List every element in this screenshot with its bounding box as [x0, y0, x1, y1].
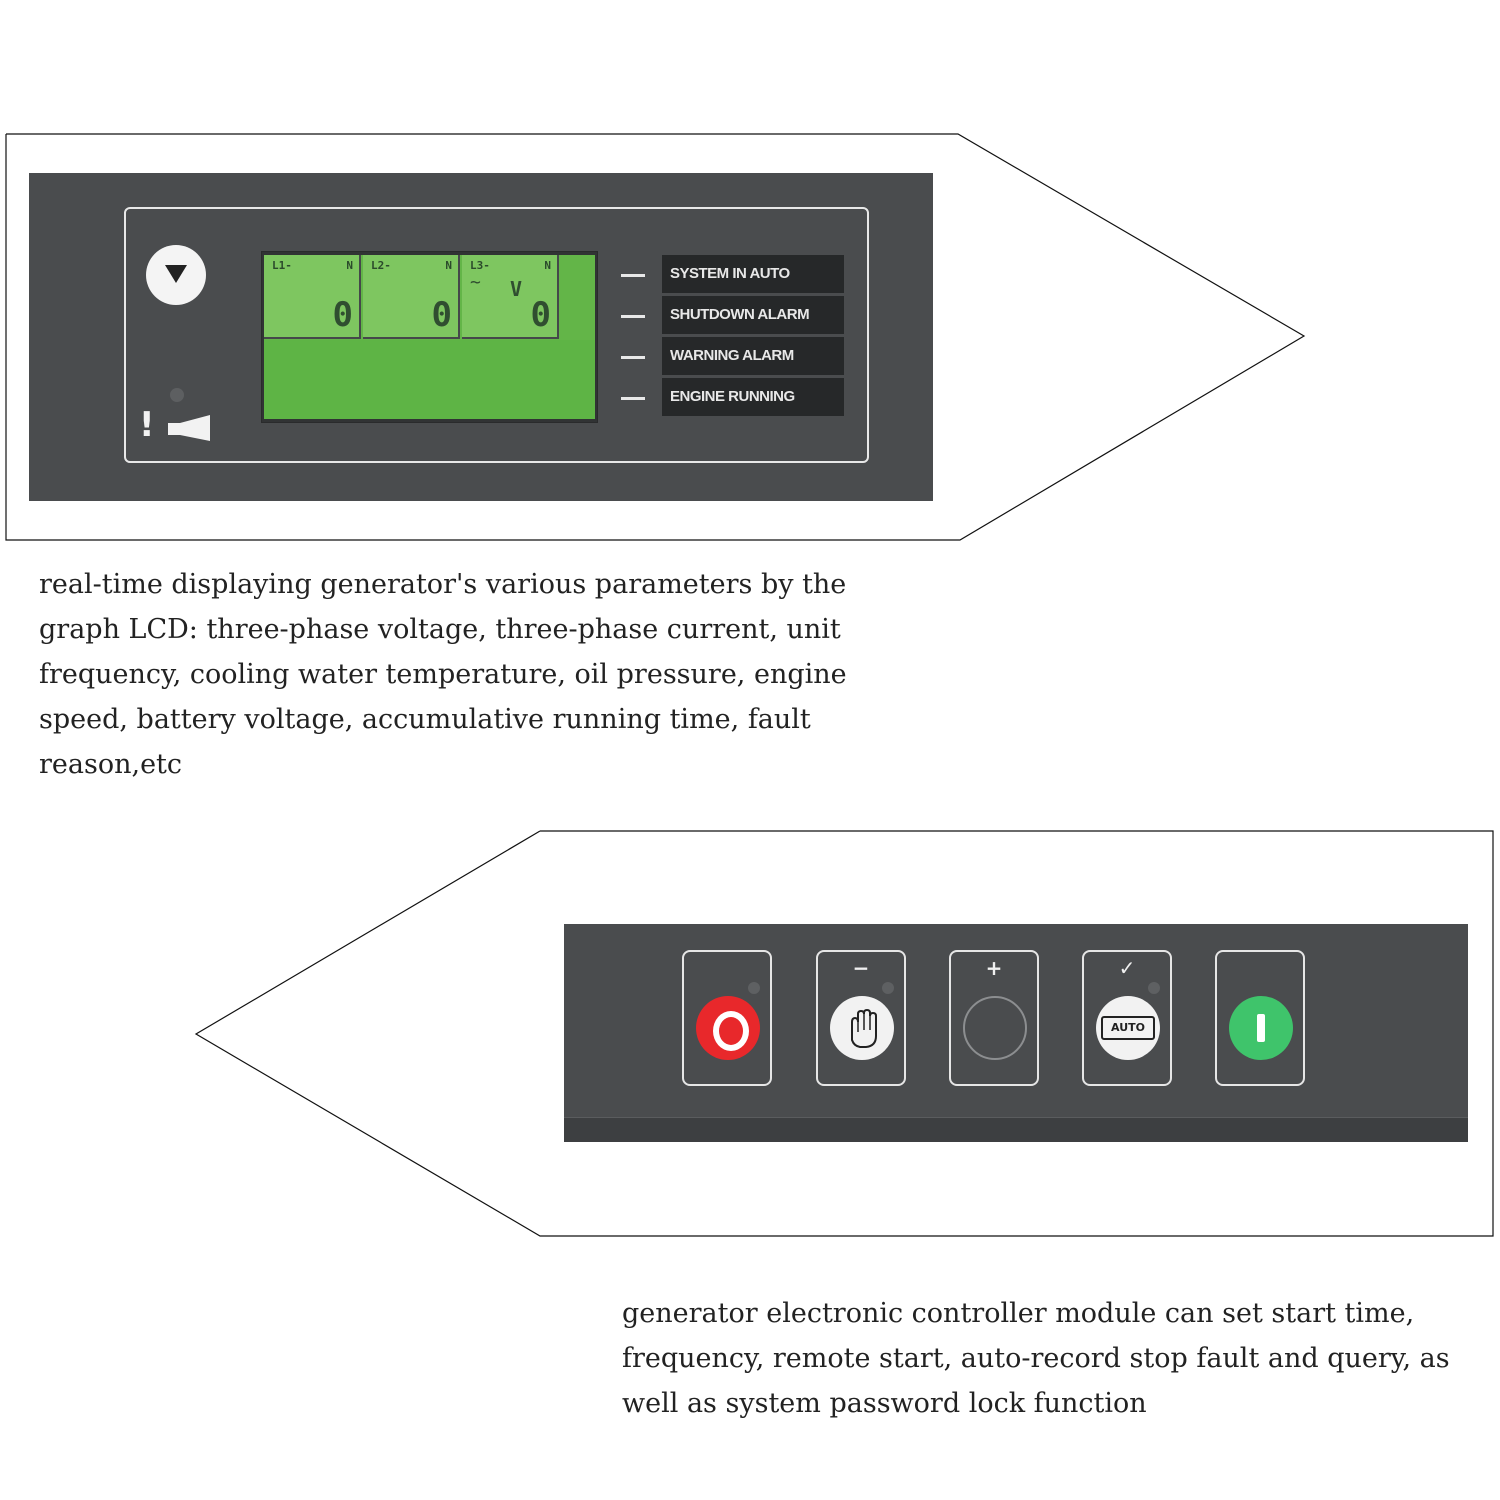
indicator-label-shutdown-alarm: SHUTDOWN ALARM	[662, 296, 844, 334]
lcd-cell-label: L3-	[470, 259, 490, 272]
ac-tilde-icon: ~	[470, 272, 481, 293]
indicator-label-engine-running: ENGINE RUNNING	[662, 378, 844, 416]
start-button[interactable]	[1215, 950, 1305, 1086]
lcd-cell-l3: L3- N ~ V 0	[462, 255, 559, 339]
plus-button[interactable]: +	[949, 950, 1039, 1086]
horn-icon	[168, 415, 210, 441]
controller-description-caption: generator electronic controller module c…	[622, 1298, 1450, 1419]
key-symbol: +	[985, 956, 1003, 980]
alarm-led	[170, 388, 184, 402]
lcd-cell-value: 0	[332, 295, 353, 335]
controller-display-panel: ! L1- N 0 L2- N 0 L3- N ~ V 0 SYSTEM IN …	[29, 173, 933, 501]
indicator-led-system-in-auto	[621, 274, 645, 277]
graph-lcd: L1- N 0 L2- N 0 L3- N ~ V 0	[261, 251, 598, 423]
lcd-cell-value: 0	[530, 295, 551, 335]
stop-led	[748, 982, 760, 994]
stop-button[interactable]	[682, 950, 772, 1086]
lcd-cell-l2: L2- N 0	[363, 255, 460, 339]
lcd-cell-neutral: N	[445, 259, 452, 272]
triangle-down-icon	[165, 265, 187, 283]
lcd-lower-area	[264, 340, 595, 419]
lcd-cell-label: L1-	[272, 259, 292, 272]
manual-led	[882, 982, 894, 994]
indicator-led-warning-alarm	[621, 356, 645, 359]
auto-icon: AUTO	[1096, 996, 1160, 1060]
key-symbol: ✓	[1118, 956, 1136, 980]
auto-label: AUTO	[1101, 1016, 1155, 1040]
scroll-down-button[interactable]	[146, 245, 206, 305]
lcd-cell-neutral: N	[544, 259, 551, 272]
key-symbol: −	[852, 956, 870, 980]
alarm-exclamation-icon: !	[139, 405, 155, 445]
manual-minus-button[interactable]: −	[816, 950, 906, 1086]
indicator-label-warning-alarm: WARNING ALARM	[662, 337, 844, 375]
indicator-led-engine-running	[621, 397, 645, 400]
panel-bottom-edge	[564, 1117, 1468, 1142]
lcd-cell-l1: L1- N 0	[264, 255, 361, 339]
hand-manual-icon	[830, 996, 894, 1060]
stop-icon	[696, 996, 760, 1060]
indicator-label-system-in-auto: SYSTEM IN AUTO	[662, 255, 844, 293]
controller-button-panel: − + ✓ AUTO	[564, 924, 1468, 1142]
lcd-description-caption: real-time displaying generator's various…	[39, 569, 847, 780]
lcd-cell-unit: V	[510, 277, 523, 301]
lcd-cell-label: L2-	[371, 259, 391, 272]
indicator-led-shutdown-alarm	[621, 315, 645, 318]
display-frame	[124, 207, 869, 463]
auto-led	[1148, 982, 1160, 994]
start-icon	[1229, 996, 1293, 1060]
empty-circle-icon	[963, 996, 1027, 1060]
bottom-callout-outline	[194, 830, 1494, 1237]
top-callout-outline	[5, 133, 1306, 541]
lcd-cell-neutral: N	[346, 259, 353, 272]
auto-confirm-button[interactable]: ✓ AUTO	[1082, 950, 1172, 1086]
lcd-cell-value: 0	[431, 295, 452, 335]
